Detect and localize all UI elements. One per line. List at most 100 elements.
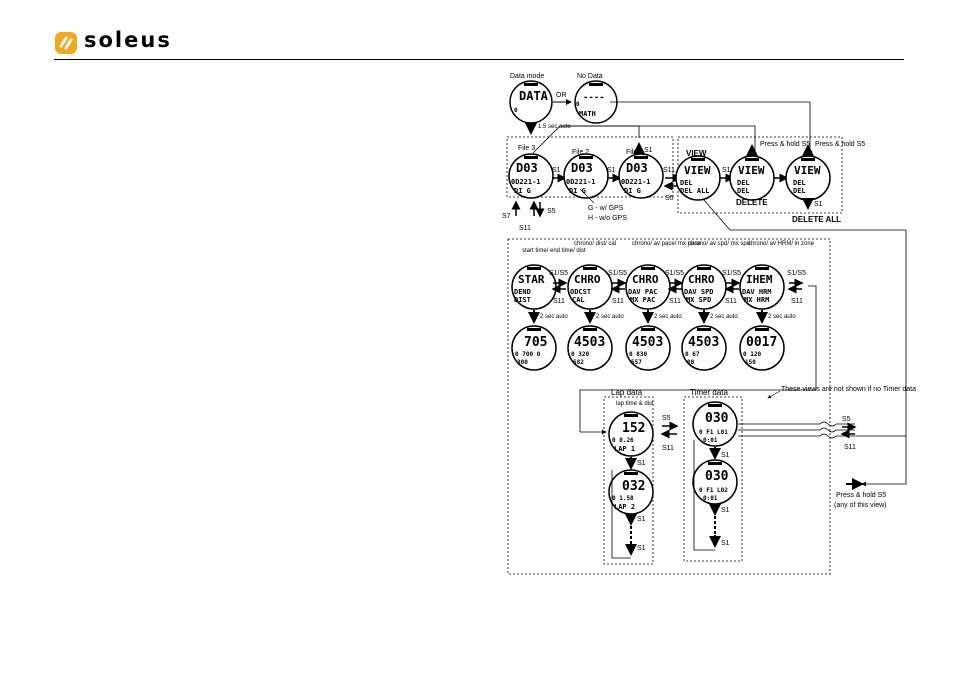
svg-text:0D221-1: 0D221-1 — [566, 178, 596, 186]
svg-text:STAR: STAR — [518, 273, 545, 286]
svg-text:030: 030 — [705, 411, 729, 426]
svg-text:DEL: DEL — [680, 179, 693, 187]
svg-text:0 320: 0 320 — [571, 351, 589, 358]
label-2sec-2: 2 sec auto — [596, 314, 624, 320]
svg-text:0017: 0017 — [746, 335, 777, 350]
svg-text:150: 150 — [745, 359, 756, 366]
svg-text:DEL ALL: DEL ALL — [680, 187, 710, 195]
svg-text:4503: 4503 — [632, 335, 663, 350]
svg-text:4503: 4503 — [688, 335, 719, 350]
label-start-end: start time/ end time/ dist — [522, 248, 586, 254]
label-s1s5-2: S1/S5 — [608, 270, 627, 277]
svg-text:----: ---- — [583, 93, 605, 103]
svg-text:VIEW: VIEW — [684, 164, 711, 177]
svg-text:DAV SPD: DAV SPD — [684, 288, 714, 296]
label-press-hold-any-1: Press & hold S5 — [836, 492, 886, 499]
label-delete-all: DELETE ALL — [792, 215, 841, 224]
watch-file3: D03 0D221-1 DI G — [508, 153, 554, 199]
label-file3: File 3 — [518, 145, 535, 152]
label-s1-timer2: S1 — [721, 507, 730, 514]
svg-text:0 F1 L01: 0 F1 L01 — [699, 429, 728, 436]
watch-no-data: ---- 0 MATH — [574, 80, 618, 124]
label-press-hold-s5-a: Press & hold S5 — [760, 141, 810, 148]
svg-text:DEL: DEL — [793, 179, 806, 187]
svg-text:DIST: DIST — [514, 296, 531, 304]
svg-text:DI G: DI G — [624, 187, 641, 195]
svg-text:VIEW: VIEW — [738, 164, 765, 177]
watch-file2: D03 0D221-1 DI G — [563, 153, 609, 199]
svg-text:LAP 1: LAP 1 — [614, 445, 635, 453]
svg-text:IHEM: IHEM — [746, 273, 773, 286]
label-s1s5-5: S1/S5 — [787, 270, 806, 277]
svg-text:0D221-1: 0D221-1 — [621, 178, 651, 186]
svg-text:0 1.58: 0 1.58 — [612, 495, 634, 502]
label-s11-5: S11 — [791, 298, 803, 305]
svg-text:0:01: 0:01 — [703, 495, 718, 502]
watch-chrono-hrm: IHEM DAV HRM MX HRM — [739, 264, 785, 310]
detail-views-group-box — [507, 238, 831, 575]
svg-text:0 0.26: 0 0.26 — [612, 437, 634, 444]
watch-value-705: 705 0 700 0 300 — [511, 325, 557, 371]
lap-data-group-box — [603, 396, 654, 565]
label-s1-delall: S1 — [814, 201, 823, 208]
watch-file1: D03 0D221-1 DI G — [618, 153, 664, 199]
label-s1-lap3: S1 — [637, 545, 646, 552]
label-s1-lap1: S1 — [637, 460, 646, 467]
label-press-hold-any: Press & hold S5 (any of this view) — [834, 492, 888, 509]
header-rule — [54, 59, 904, 60]
label-s5-view: S5 — [665, 195, 674, 202]
label-s1s5-1: S1/S5 — [549, 270, 568, 277]
svg-text:08: 08 — [687, 359, 695, 366]
svg-text:CHRO: CHRO — [632, 273, 659, 286]
label-s1-lap2: S1 — [637, 516, 646, 523]
label-timer-data: Timer data — [690, 388, 728, 397]
label-s11-4: S11 — [725, 298, 737, 305]
label-s5-left: S5 — [547, 208, 556, 215]
svg-text:CAL: CAL — [572, 296, 585, 304]
label-2sec-5: 2 sec auto — [768, 314, 796, 320]
label-lap-data: Lap data — [611, 388, 643, 397]
svg-text:DATA: DATA — [519, 89, 549, 103]
svg-text:032: 032 — [622, 479, 645, 494]
label-chrono-hrm: chrono/ av HRM/ in zone — [748, 241, 815, 247]
brand-name: soleus — [84, 28, 172, 52]
svg-text:DEL: DEL — [793, 187, 806, 195]
label-s11-lap: S11 — [662, 445, 674, 452]
label-lap-sub: lap time & dist — [616, 401, 654, 407]
svg-text:MX HRM: MX HRM — [744, 296, 769, 304]
label-s1-b: S1 — [607, 167, 616, 174]
svg-text:MX PAC: MX PAC — [630, 296, 655, 304]
label-delete: DELETE — [736, 198, 768, 207]
page-header: soleus — [0, 0, 954, 62]
label-s11-view: S11 — [663, 167, 675, 174]
watch-start: STAR DEND DIST — [511, 264, 557, 310]
svg-text:0: 0 — [514, 107, 518, 114]
svg-text:0 67: 0 67 — [685, 351, 700, 358]
label-s5-lap: S5 — [662, 415, 671, 422]
label-or: OR — [556, 92, 567, 99]
label-1-5-sec-auto: 1.5 sec auto — [538, 124, 571, 130]
svg-text:0D221-1: 0D221-1 — [511, 178, 541, 186]
label-s11-left: S11 — [519, 225, 531, 232]
watch-value-0017: 0017 0 120 150 — [739, 325, 785, 371]
watch-delete-all: VIEW DEL DEL — [785, 155, 831, 201]
watch-timer2: 030 0 F1 L02 0:01 — [692, 459, 738, 505]
svg-text:D03: D03 — [626, 161, 648, 175]
svg-text:300: 300 — [517, 359, 528, 366]
svg-text:DI G: DI G — [569, 187, 586, 195]
svg-text:CHRO: CHRO — [574, 273, 601, 286]
svg-text:DI G: DI G — [514, 187, 531, 195]
svg-text:0: 0 — [576, 101, 580, 108]
svg-text:ODCST: ODCST — [570, 288, 591, 296]
svg-text:705: 705 — [524, 335, 547, 350]
watch-delete: VIEW DEL DEL — [729, 155, 775, 201]
svg-text:MX SPD: MX SPD — [686, 296, 711, 304]
label-s1s5-3: S1/S5 — [665, 270, 684, 277]
svg-text:D03: D03 — [516, 161, 538, 175]
svg-text:VIEW: VIEW — [794, 164, 821, 177]
label-file2: File 2 — [572, 149, 589, 156]
svg-text:0 120: 0 120 — [743, 351, 761, 358]
label-2sec-4: 2 sec auto — [710, 314, 738, 320]
label-chrono-pace: chrono/ av pace/ mx pace — [632, 241, 701, 247]
svg-text:LAP 2: LAP 2 — [614, 503, 635, 511]
